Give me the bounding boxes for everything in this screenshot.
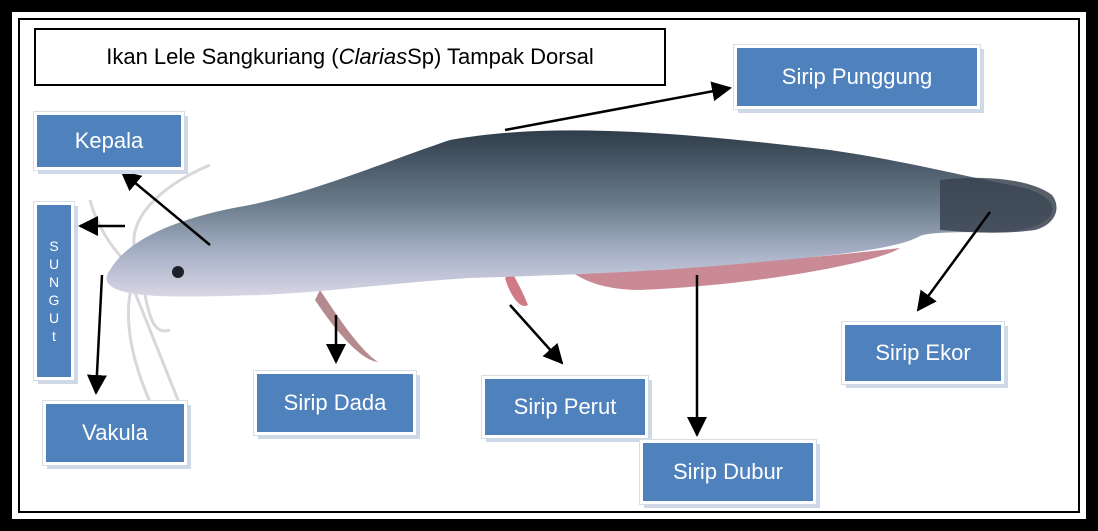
sungut-letter: U <box>49 309 59 327</box>
sungut-letter: S <box>49 237 58 255</box>
title-suffix: Sp) Tampak Dorsal <box>407 44 594 70</box>
arrow-ekor <box>918 212 990 310</box>
label-kepala: Kepala <box>34 112 184 170</box>
label-sirip-perut: Sirip Perut <box>482 376 648 438</box>
label-vakula: Vakula <box>43 401 187 465</box>
arrow-punggung <box>505 88 730 130</box>
arrow-vakula <box>96 275 102 393</box>
label-sirip-dada: Sirip Dada <box>254 371 416 435</box>
arrow-kepala <box>122 172 210 245</box>
diagram-title: Ikan Lele Sangkuriang (Clarias Sp) Tampa… <box>34 28 666 86</box>
sungut-letter: G <box>49 291 60 309</box>
title-species: Clarias <box>339 44 407 70</box>
sungut-letter: N <box>49 273 59 291</box>
label-sirip-dubur: Sirip Dubur <box>640 440 816 504</box>
title-prefix: Ikan Lele Sangkuriang ( <box>106 44 338 70</box>
label-sungut: S U N G U t <box>34 202 74 380</box>
sungut-letter: t <box>52 327 56 345</box>
sungut-letter: U <box>49 255 59 273</box>
label-sirip-ekor: Sirip Ekor <box>842 322 1004 384</box>
label-sirip-punggung: Sirip Punggung <box>734 45 980 109</box>
arrow-perut <box>510 305 562 363</box>
